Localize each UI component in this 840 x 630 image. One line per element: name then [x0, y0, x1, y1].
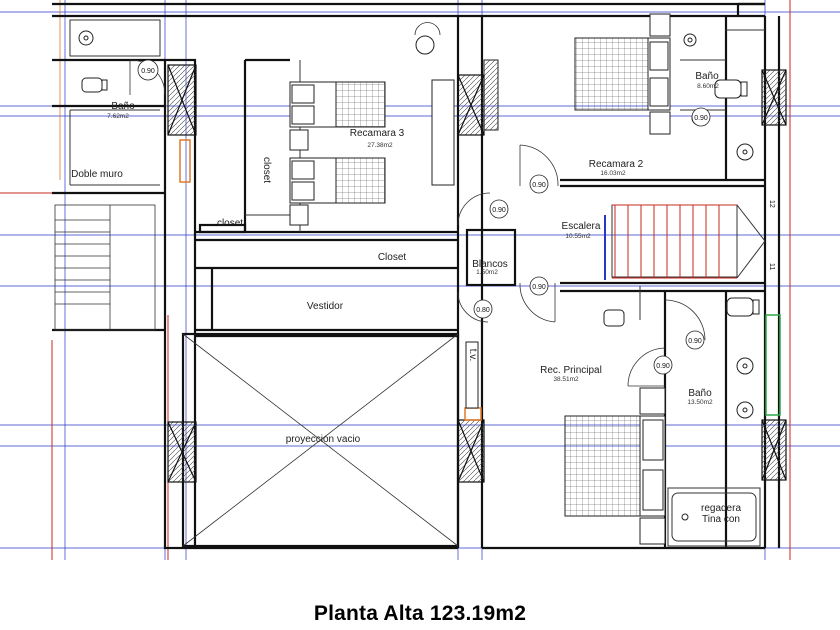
door-marker-7 — [685, 330, 705, 350]
room-recamara2-name: Recamara 2 — [589, 159, 644, 170]
door-label-4: 0.90 — [532, 284, 546, 291]
room-blancos-name: Blancos — [472, 259, 508, 270]
room-recamara3-area: 27.38m2 — [367, 142, 393, 149]
door-label-5: 0.80 — [476, 307, 490, 314]
tv-unit — [465, 341, 479, 409]
room-escalera-area: 10.55m2 — [565, 233, 591, 240]
walls — [52, 2, 781, 550]
door-label-1: 0.90 — [141, 68, 155, 75]
room-closet-horizontal: closet — [217, 218, 243, 229]
room-closet-big: Closet — [378, 252, 407, 263]
dresser — [431, 79, 455, 186]
shelf-unit — [483, 59, 499, 131]
section-cut-lines — [0, 0, 791, 560]
door-markers — [137, 59, 711, 375]
bed-recamara3-b — [289, 157, 386, 226]
room-blancos-area: 1.50m2 — [476, 269, 498, 276]
tina-label: Tina con — [702, 514, 740, 525]
void-cross — [182, 333, 459, 547]
room-rec-principal-name: Rec. Principal — [540, 365, 602, 376]
bed-recamara2 — [574, 13, 671, 135]
room-bano-bottom-right-area: 13.50m2 — [687, 399, 713, 406]
door-label-2: 0.90 — [532, 182, 546, 189]
door-marker-8 — [691, 107, 711, 127]
door-label-8: 0.90 — [694, 115, 708, 122]
room-bano-top-right-area: 8.60m2 — [697, 83, 719, 90]
room-bano-left-area: 7.62m2 — [107, 113, 129, 120]
room-rec-principal-area: 38.51m2 — [553, 376, 579, 383]
room-closet-vertical: closet — [261, 157, 272, 183]
door-marker-4 — [529, 276, 549, 296]
regadera-label: regadera — [701, 503, 741, 514]
room-doble-muro: Doble muro — [71, 169, 123, 180]
columns — [167, 64, 787, 483]
glass-panel — [765, 314, 781, 416]
door-label-7: 0.90 — [688, 338, 702, 345]
toilet-fixtures — [81, 77, 760, 317]
stairs-left — [54, 204, 156, 331]
bed-recamara3-a — [289, 81, 386, 151]
door-marker-2 — [529, 174, 549, 194]
stair-mark-top: 12 — [768, 200, 775, 208]
room-bano-bottom-right-name: Baño — [688, 388, 712, 399]
room-vestidor: Vestidor — [307, 301, 344, 312]
bed-principal — [564, 387, 666, 545]
room-escalera-name: Escalera — [562, 221, 601, 232]
door-marker-5 — [473, 299, 493, 319]
door-marker-3 — [489, 199, 509, 219]
column-accent — [179, 139, 191, 183]
tv-label: t.v. — [467, 349, 478, 362]
room-bano-left-name: Baño — [111, 101, 135, 112]
room-recamara2-area: 16.03m2 — [600, 170, 626, 177]
column-accent-2 — [464, 407, 482, 421]
room-proyeccion-vacio: proyeccion vacio — [286, 434, 361, 445]
stairs-main — [604, 204, 766, 280]
door-label-3: 0.90 — [492, 207, 506, 214]
door-marker-1 — [137, 59, 159, 81]
door-marker-6 — [653, 355, 673, 375]
door-label-6: 0.90 — [656, 363, 670, 370]
plan-title: Planta Alta 123.19m2 — [313, 602, 527, 625]
room-recamara3-name: Recamara 3 — [350, 128, 405, 139]
room-bano-top-right-name: Baño — [695, 71, 719, 82]
stair-mark-bottom: 11 — [768, 263, 775, 270]
